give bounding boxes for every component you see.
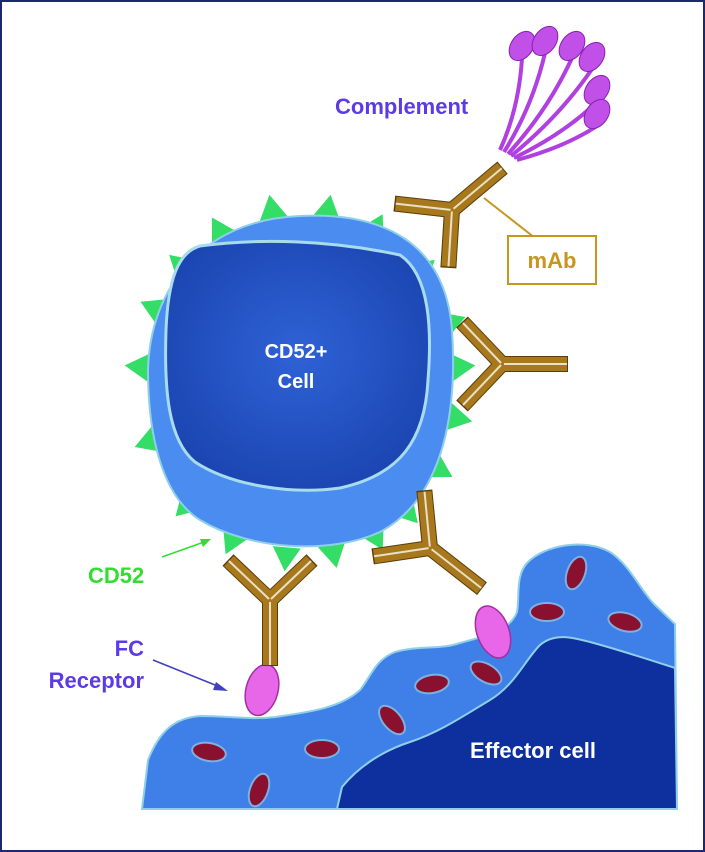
fc-arrowhead <box>213 682 228 691</box>
mab-pointer-line <box>483 197 536 239</box>
cd52-positive-cell: CD52+ Cell <box>146 214 455 548</box>
cell-label-line1: CD52+ <box>265 341 328 363</box>
cd52-antigen <box>124 353 150 382</box>
granule <box>607 611 643 633</box>
cd52-antigen <box>317 541 346 568</box>
complement-head <box>558 30 586 62</box>
complement-strand <box>516 124 599 162</box>
cd52-antigen <box>445 402 473 431</box>
fc-label-line1: FC <box>115 636 144 661</box>
mab-label: mAb <box>528 248 577 273</box>
mab-label-box <box>507 235 597 285</box>
granule <box>529 602 565 622</box>
cd52-antigen <box>259 194 288 221</box>
cd52-antigen <box>272 546 301 572</box>
fc-receptor-right <box>474 605 512 659</box>
effector-cell <box>140 543 679 810</box>
granule <box>378 704 406 736</box>
effector-cell-inner <box>335 636 679 810</box>
complement-protein <box>498 25 611 162</box>
cd52-arrowhead <box>200 539 211 547</box>
complement-strand <box>498 57 524 151</box>
complement-head <box>531 25 559 57</box>
complement-head <box>583 74 611 106</box>
granules <box>191 555 643 808</box>
granule <box>191 741 227 763</box>
effector-cell-label: Effector cell <box>470 738 596 763</box>
complement-head <box>508 30 536 62</box>
cd52-antigen <box>312 194 341 221</box>
complement-strand <box>502 52 547 154</box>
granule <box>304 739 340 759</box>
cd52-label: CD52 <box>88 563 144 588</box>
cd52-arrow <box>161 541 205 558</box>
granule <box>564 555 588 591</box>
cell-nucleus <box>164 239 432 492</box>
cd52-antigen <box>450 353 476 382</box>
granule <box>414 673 450 695</box>
granule <box>469 660 503 686</box>
complement-strand <box>509 67 594 158</box>
complement-strand <box>506 57 574 156</box>
complement-head <box>578 41 606 73</box>
complement-head <box>583 98 611 130</box>
cell-label-line2: Cell <box>278 371 315 393</box>
fc-label-line2: Receptor <box>49 668 145 693</box>
granule <box>247 772 271 808</box>
complement-label: Complement <box>335 94 469 119</box>
fc-arrow <box>152 659 221 688</box>
